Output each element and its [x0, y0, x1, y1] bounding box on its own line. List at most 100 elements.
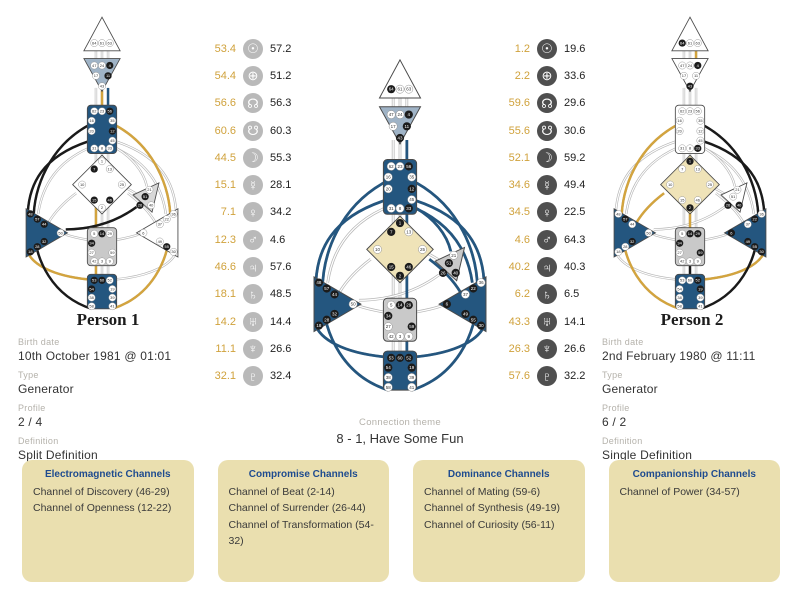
design-gate-value: 46.6: [214, 261, 236, 274]
neptune-icon: ♆: [243, 338, 263, 359]
person2-panel: Person 2 Birth date 2nd February 1980 @ …: [602, 310, 782, 462]
personality-gate-value: 64.3: [564, 233, 586, 246]
svg-text:61: 61: [398, 87, 403, 92]
svg-text:55: 55: [753, 244, 758, 249]
planet-row: 15.1☿28.1: [206, 171, 306, 198]
planet-row: 46.6 ♃ 57.6: [206, 253, 306, 280]
design-gate-value: 52.1: [508, 151, 530, 164]
person1-definition: Split Definition: [18, 448, 98, 462]
svg-text:13: 13: [696, 166, 701, 171]
svg-text:31: 31: [389, 206, 394, 211]
venus-icon: ♀: [243, 202, 263, 223]
saturn-icon: ♄: [537, 284, 557, 305]
venus-icon: ♀: [537, 202, 557, 223]
svg-text:17: 17: [94, 73, 98, 78]
svg-text:18: 18: [316, 323, 321, 328]
svg-text:52: 52: [108, 278, 112, 283]
svg-text:52: 52: [696, 278, 700, 283]
svg-text:54: 54: [677, 286, 682, 291]
svg-text:29: 29: [406, 303, 411, 308]
svg-text:54: 54: [386, 365, 391, 370]
planet-row: 6.2♄6.5: [500, 281, 600, 308]
svg-text:22: 22: [471, 286, 476, 291]
svg-text:10: 10: [80, 182, 85, 187]
svg-text:48: 48: [616, 211, 621, 216]
svg-text:13: 13: [108, 166, 113, 171]
svg-text:62: 62: [92, 109, 96, 114]
svg-text:54: 54: [89, 286, 94, 291]
person2-definition: Single Definition: [602, 448, 693, 462]
person1-type-label: Type: [18, 370, 39, 380]
neptune-icon: ♆: [537, 338, 557, 359]
svg-text:58: 58: [386, 385, 391, 390]
svg-text:26: 26: [726, 203, 731, 208]
person2-type-label: Type: [602, 370, 623, 380]
svg-text:31: 31: [92, 146, 96, 151]
svg-text:59: 59: [698, 250, 703, 255]
sun-icon: ☉: [537, 38, 557, 59]
svg-text:36: 36: [479, 280, 484, 285]
svg-text:49: 49: [746, 239, 751, 244]
svg-text:9: 9: [697, 259, 700, 264]
planet-row: 14.2♅14.4: [206, 308, 306, 335]
personality-gate-value: 32.2: [564, 370, 586, 383]
person1-birth-date: 10th October 1981 @ 01:01: [18, 349, 172, 363]
svg-text:46: 46: [696, 197, 701, 202]
design-gate-value: 1.2: [514, 42, 530, 55]
svg-text:21: 21: [147, 187, 151, 192]
design-gate-value: 14.2: [214, 315, 236, 328]
svg-text:56: 56: [406, 164, 411, 169]
connection-theme-label: Connection theme: [359, 417, 441, 428]
svg-text:25: 25: [120, 182, 125, 187]
design-gate-value: 34.5: [508, 206, 530, 219]
svg-text:57: 57: [35, 216, 39, 221]
planet-row: 2.2⊕33.6: [500, 62, 600, 89]
svg-text:60: 60: [100, 278, 105, 283]
design-gate-value: 4.6: [514, 233, 530, 246]
svg-text:51: 51: [731, 194, 735, 199]
south-node-icon: ☋: [243, 120, 263, 141]
person1-type: Generator: [18, 382, 74, 396]
svg-text:15: 15: [92, 197, 97, 202]
svg-text:44: 44: [630, 222, 635, 227]
svg-text:21: 21: [451, 253, 456, 258]
svg-text:1: 1: [689, 159, 691, 164]
mars-icon: ♂: [537, 229, 557, 250]
design-gate-value: 55.6: [508, 124, 530, 137]
jupiter-icon: ♃: [243, 257, 263, 278]
svg-text:45: 45: [110, 138, 115, 143]
svg-text:11: 11: [106, 73, 110, 78]
svg-text:19: 19: [698, 286, 703, 291]
personality-gate-value: 48.5: [270, 288, 292, 301]
svg-text:57: 57: [623, 216, 627, 221]
personality-gate-value: 19.6: [564, 42, 586, 55]
svg-text:11: 11: [405, 124, 410, 129]
channel-group-title: Companionship Channels: [632, 469, 756, 480]
svg-text:46: 46: [406, 265, 411, 270]
svg-text:12: 12: [409, 186, 414, 191]
planet-row: 59.6☊29.6: [500, 90, 600, 117]
pluto-icon: ♇: [537, 366, 557, 387]
svg-text:43: 43: [688, 84, 693, 89]
planet-row: 7.1♀34.2: [206, 199, 306, 226]
personality-gate-value: 14.4: [270, 315, 292, 328]
channel-item: Channel of Surrender (26-44): [228, 502, 366, 515]
channel-item: Channel of Discovery (46-29): [33, 486, 170, 498]
planet-row: 32.1♇32.4: [206, 363, 306, 390]
svg-text:38: 38: [89, 295, 94, 300]
planet-row: 60.6☋60.3: [206, 117, 306, 144]
g-center: [366, 215, 434, 284]
svg-text:50: 50: [646, 230, 651, 235]
svg-text:13: 13: [406, 229, 411, 234]
personality-gate-value: 4.6: [270, 233, 286, 246]
svg-text:12: 12: [698, 128, 702, 133]
svg-text:2: 2: [399, 273, 402, 278]
svg-text:27: 27: [386, 324, 391, 329]
personality-gate-value: 57.6: [270, 261, 292, 274]
svg-text:30: 30: [171, 249, 176, 254]
svg-text:35: 35: [409, 175, 414, 180]
